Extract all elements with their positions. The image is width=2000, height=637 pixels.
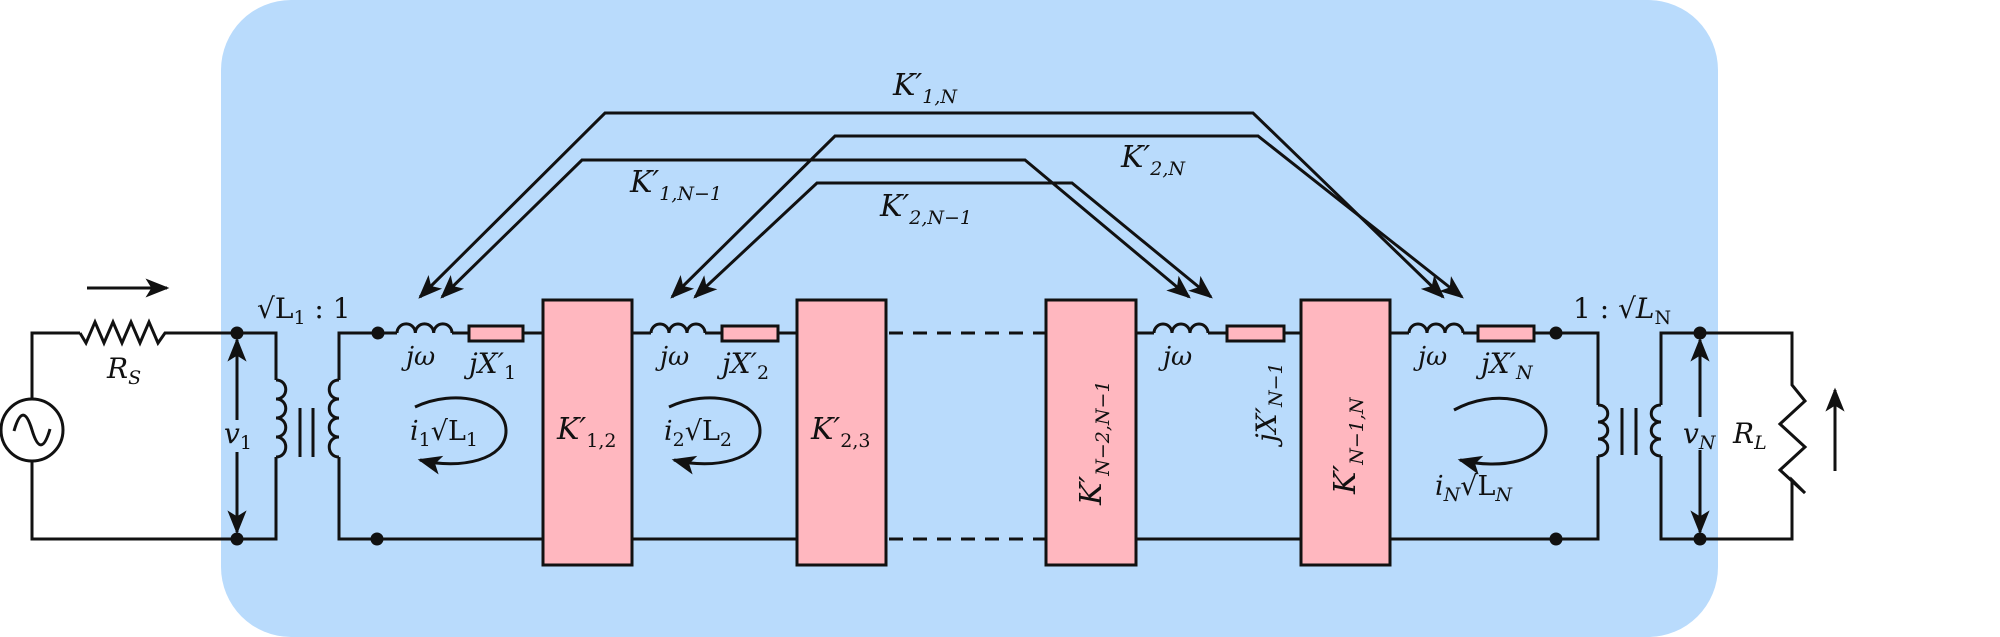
load-resistor <box>1700 331 1808 541</box>
reactance-box-1 <box>467 324 525 343</box>
inductor-2 <box>649 322 707 334</box>
inductor-label: jω <box>1413 342 1447 372</box>
reactance-label: jX′N−1 <box>1250 362 1287 448</box>
output-voltage-label: vN <box>1683 417 1717 454</box>
loop-current-arrow-2 <box>668 396 762 475</box>
reactance-label: jX′N <box>1475 347 1534 384</box>
cross-coupling-label: K′1,N <box>892 68 958 108</box>
coupling-block-label: K′N−1,N <box>1328 396 1368 495</box>
loop-current-label: iN√LN <box>1435 471 1513 506</box>
reactance-label: jX′2 <box>716 347 769 384</box>
cross-coupling-label: K′2,N <box>1120 140 1186 180</box>
coupling-block-label: K′N−2,N−1 <box>1074 380 1114 506</box>
output-transformer-ratio: 1 : √LN <box>1573 292 1671 329</box>
cross-coupling-1-n <box>418 111 1445 299</box>
load-resistor-label: RL <box>1732 417 1767 454</box>
reactance-box-2 <box>720 324 780 343</box>
source-resistor-label: RS <box>106 352 141 389</box>
coupling-block-1-2 <box>541 298 634 567</box>
reactance-label: jX′1 <box>463 347 516 384</box>
input-transformer <box>237 331 378 541</box>
inductor-label: jω <box>1158 342 1192 372</box>
cross-coupling-2-n <box>670 134 1464 299</box>
inductor-label: jω <box>655 342 689 372</box>
output-transformer <box>1556 331 1700 541</box>
cross-coupling-2-n-1 <box>693 181 1213 299</box>
cross-coupling-label: K′1,N−1 <box>629 165 722 205</box>
cross-coupling-1-n-1 <box>440 158 1191 299</box>
coupling-block-label: K′2,3 <box>810 412 870 452</box>
input-transformer-ratio: √L1 : 1 <box>257 292 351 329</box>
input-voltage-label: v1 <box>224 417 252 454</box>
inductor-1 <box>395 322 454 334</box>
loop-current-arrow-1 <box>414 396 508 475</box>
cross-coupling-label: K′2,N−1 <box>879 189 972 229</box>
inductor-4 <box>1407 322 1465 334</box>
loop-current-label: i1√L1 <box>410 416 478 451</box>
coupling-block-n-1-n <box>1299 298 1392 567</box>
network-region <box>221 0 1718 637</box>
reactance-box-n-1 <box>1225 324 1286 343</box>
coupling-block-label: K′1,2 <box>556 412 616 452</box>
inductor-3 <box>1152 322 1210 334</box>
reactance-box-n <box>1476 324 1536 343</box>
inductor-label: jω <box>401 342 435 372</box>
source-resistor <box>78 318 276 347</box>
loop-current-arrow-n <box>1453 396 1548 475</box>
loop-current-label: i2√L2 <box>664 416 732 451</box>
source-circuit <box>0 278 276 546</box>
coupling-block-2-3 <box>795 298 888 567</box>
coupling-block-n-2-n-1 <box>1044 298 1138 567</box>
ac-voltage-source-icon <box>0 397 65 463</box>
